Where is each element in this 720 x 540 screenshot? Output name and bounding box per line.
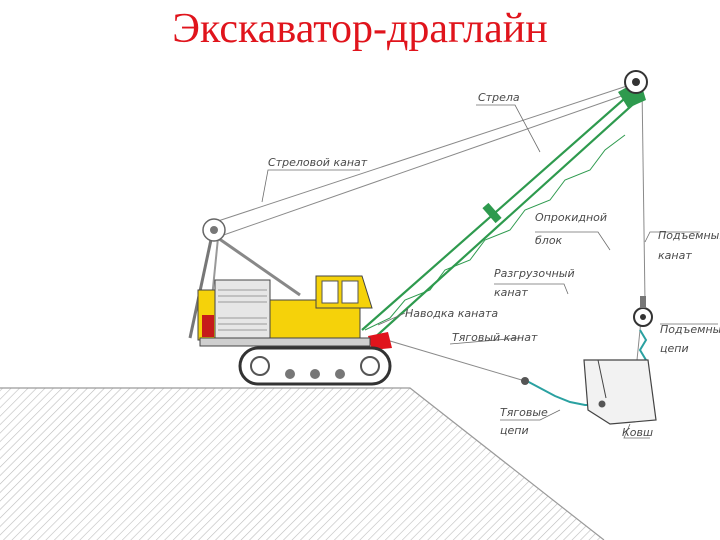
label-hoist-rope-1: Подъемный — [658, 229, 720, 242]
boom-rope-lower — [214, 91, 634, 239]
label-boom-rope: Стреловой канат — [268, 156, 368, 169]
drag-rope-line — [379, 337, 526, 382]
label-drag-chains-1: Тяговые — [500, 406, 548, 419]
machine-body — [197, 275, 373, 347]
label-hoist-rope-2: канат — [658, 249, 692, 262]
boom-rope — [214, 83, 634, 223]
tracks — [238, 346, 392, 386]
mast — [188, 218, 301, 339]
leader-lines — [261, 104, 718, 439]
bucket — [583, 359, 657, 425]
label-boom: Стрела — [478, 91, 520, 104]
label-hoist-chains-1: Подъемные — [660, 323, 720, 336]
label-dump-block-1: Опрокидной — [535, 211, 607, 224]
page-title: Экскаватор-драглайн — [172, 6, 548, 52]
label-dump-block-2: блок — [535, 234, 563, 247]
label-dump-rope-1: Разгрузочный — [494, 267, 575, 280]
label-drag-chains-2: цепи — [500, 424, 529, 437]
label-dump-rope-2: канат — [494, 286, 528, 299]
label-bucket: Ковш — [622, 426, 653, 439]
boom-middle-joint — [482, 202, 502, 224]
boom — [361, 70, 648, 350]
hoist-rope-line — [641, 85, 646, 303]
label-drag-rope: Тяговый канат — [452, 331, 538, 344]
boom-foot-red — [368, 332, 392, 350]
labels: Стрела Стреловой канат Опрокидной блок П… — [268, 91, 720, 439]
label-hoist-chains-2: цепи — [660, 342, 689, 355]
label-guide-rope: Наводка каната — [405, 307, 498, 320]
ground — [0, 387, 605, 540]
